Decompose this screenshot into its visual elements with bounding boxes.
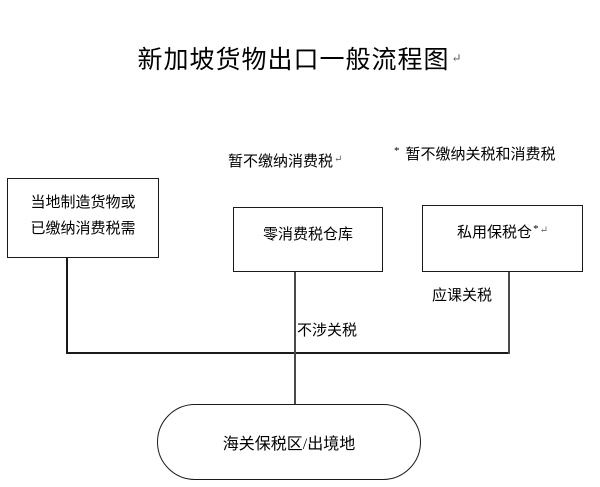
label-gst-deferred-text: 暂不缴纳消费税 bbox=[228, 154, 334, 170]
node-local-goods-line2: 已缴纳消费税需 bbox=[30, 221, 136, 237]
label-no-duty-involved: 不涉关税 bbox=[297, 323, 358, 339]
node-customs-bonded-area-terminal: 海关保税区/出境地 bbox=[157, 404, 421, 480]
page-title-text: 新加坡货物出口一般流程图 bbox=[137, 47, 450, 74]
label-duty-payable: 应课关税 bbox=[432, 288, 493, 304]
asterisk-icon: * bbox=[394, 145, 400, 157]
label-duty-and-gst-deferred-text: 暂不缴纳关税和消费税 bbox=[405, 147, 556, 163]
page-title: 新加坡货物出口一般流程图↵ bbox=[0, 40, 600, 76]
connector-bottom-rail-horizontal bbox=[66, 352, 510, 354]
label-gst-deferred: 暂不缴纳消费税↵ bbox=[228, 150, 342, 171]
node-private-bonded-warehouse-line: 私用保税仓*↵ bbox=[427, 220, 578, 246]
asterisk-icon: * bbox=[533, 223, 539, 235]
connector-zero-gst-to-terminal bbox=[294, 272, 296, 404]
paragraph-mark-icon: ↵ bbox=[334, 154, 343, 165]
label-duty-and-gst-deferred: * 暂不缴纳关税和消费税 bbox=[394, 143, 556, 164]
paragraph-mark-icon: ↵ bbox=[539, 225, 548, 236]
node-customs-bonded-area-text: 海关保税区/出境地 bbox=[222, 436, 356, 453]
node-local-goods-line1: 当地制造货物或 bbox=[30, 194, 136, 211]
node-private-bonded-warehouse-text: 私用保税仓 bbox=[457, 225, 533, 241]
node-local-goods: 当地制造货物或 已缴纳消费税需 bbox=[7, 178, 159, 258]
node-zero-gst-warehouse-text: 零消费税仓库 bbox=[262, 227, 353, 243]
connector-local-goods-vertical bbox=[66, 258, 68, 354]
node-private-bonded-warehouse: 私用保税仓*↵ bbox=[422, 205, 583, 272]
node-zero-gst-warehouse: 零消费税仓库 bbox=[233, 207, 383, 272]
connector-private-warehouse-vertical bbox=[508, 272, 510, 354]
paragraph-mark-icon: ↵ bbox=[451, 51, 463, 65]
